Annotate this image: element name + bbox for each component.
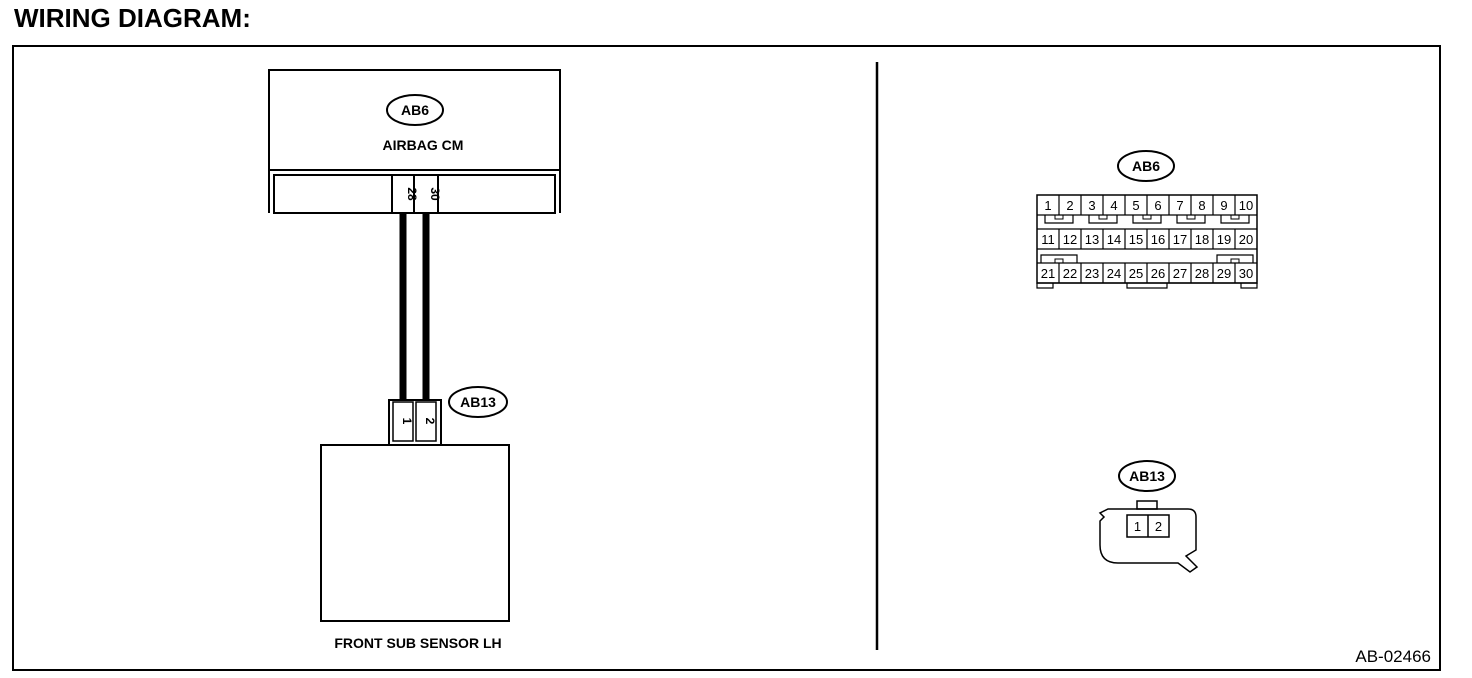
ab6-pin-25: 25 — [1129, 266, 1143, 281]
ab6-latch — [1176, 215, 1206, 224]
sensor-body — [320, 444, 510, 622]
airbag-cm-connector-tag — [386, 94, 444, 126]
sensor-connector-id: AB13 — [460, 394, 496, 410]
ab6-pin-11: 11 — [1041, 232, 1055, 247]
ab6-pin-22: 22 — [1063, 266, 1077, 281]
ab13-face-id: AB13 — [1129, 468, 1165, 484]
ab13-latch — [1136, 500, 1158, 510]
ab6-pin-12: 12 — [1063, 232, 1077, 247]
sensor-terminal-1: 1 — [400, 418, 414, 425]
ab6-pin-26: 26 — [1151, 266, 1165, 281]
ab13-connector-face: AB13 1 2 — [1098, 460, 1199, 573]
ab6-pin-17: 17 — [1173, 232, 1187, 247]
front-sub-sensor-unit: 1 2 AB13 FRONT SUB SENSOR LH — [320, 386, 510, 651]
ab6-pin-6: 6 — [1154, 198, 1161, 213]
ab6-latch — [1088, 215, 1118, 224]
ab6-pin-14: 14 — [1107, 232, 1121, 247]
ab6-pin-4: 4 — [1110, 198, 1117, 213]
airbag-cm-label: AIRBAG CM — [383, 137, 464, 153]
ab6-latch — [1044, 215, 1074, 224]
ab6-pin-3: 3 — [1088, 198, 1095, 213]
page-title: WIRING DIAGRAM: — [14, 3, 251, 33]
ab6-pin-15: 15 — [1129, 232, 1143, 247]
airbag-cm-terminal-30: 30 — [428, 187, 442, 201]
ab6-pin-23: 23 — [1085, 266, 1099, 281]
ab6-pin-2: 2 — [1066, 198, 1073, 213]
ab6-pin-19: 19 — [1217, 232, 1231, 247]
sensor-terminal-2: 2 — [423, 418, 437, 425]
ab6-pin-20: 20 — [1239, 232, 1253, 247]
ab6-pin-9: 9 — [1220, 198, 1227, 213]
ab6-pin-21: 21 — [1041, 266, 1055, 281]
ab6-face-tag — [1117, 150, 1175, 182]
ab13-pin-1: 1 — [1134, 519, 1141, 534]
ab6-pin-29: 29 — [1217, 266, 1231, 281]
ab6-pin-30: 30 — [1239, 266, 1253, 281]
ab6-pin-27: 27 — [1173, 266, 1187, 281]
ab6-pin-18: 18 — [1195, 232, 1209, 247]
airbag-cm-connector-id: AB6 — [401, 102, 429, 118]
ab6-pin-13: 13 — [1085, 232, 1099, 247]
sensor-connector-tag — [448, 386, 508, 418]
ab6-latch — [1132, 215, 1162, 224]
ab13-pin-2: 2 — [1155, 519, 1162, 534]
harness-wires — [399, 213, 430, 400]
airbag-cm-unit: AB6 AIRBAG CM 28 30 — [268, 69, 561, 214]
sensor-label: FRONT SUB SENSOR LH — [334, 635, 501, 651]
airbag-cm-terminal-28: 28 — [405, 187, 419, 201]
ab6-pin-1: 1 — [1044, 198, 1051, 213]
ab13-face-tag — [1118, 460, 1176, 492]
ab6-pin-10: 10 — [1239, 198, 1253, 213]
ab6-pin-16: 16 — [1151, 232, 1165, 247]
diagram-frame — [12, 45, 1441, 671]
ab6-face-id: AB6 — [1132, 158, 1160, 174]
ab6-pin-28: 28 — [1195, 266, 1209, 281]
ab6-pin-24: 24 — [1107, 266, 1121, 281]
diagram-code: AB-02466 — [1355, 647, 1431, 666]
ab6-pin-5: 5 — [1132, 198, 1139, 213]
airbag-cm-body — [268, 69, 561, 171]
ab6-latch — [1220, 215, 1250, 224]
ab6-pin-8: 8 — [1198, 198, 1205, 213]
ab6-pin-7: 7 — [1176, 198, 1183, 213]
ab13-housing — [1098, 508, 1199, 573]
